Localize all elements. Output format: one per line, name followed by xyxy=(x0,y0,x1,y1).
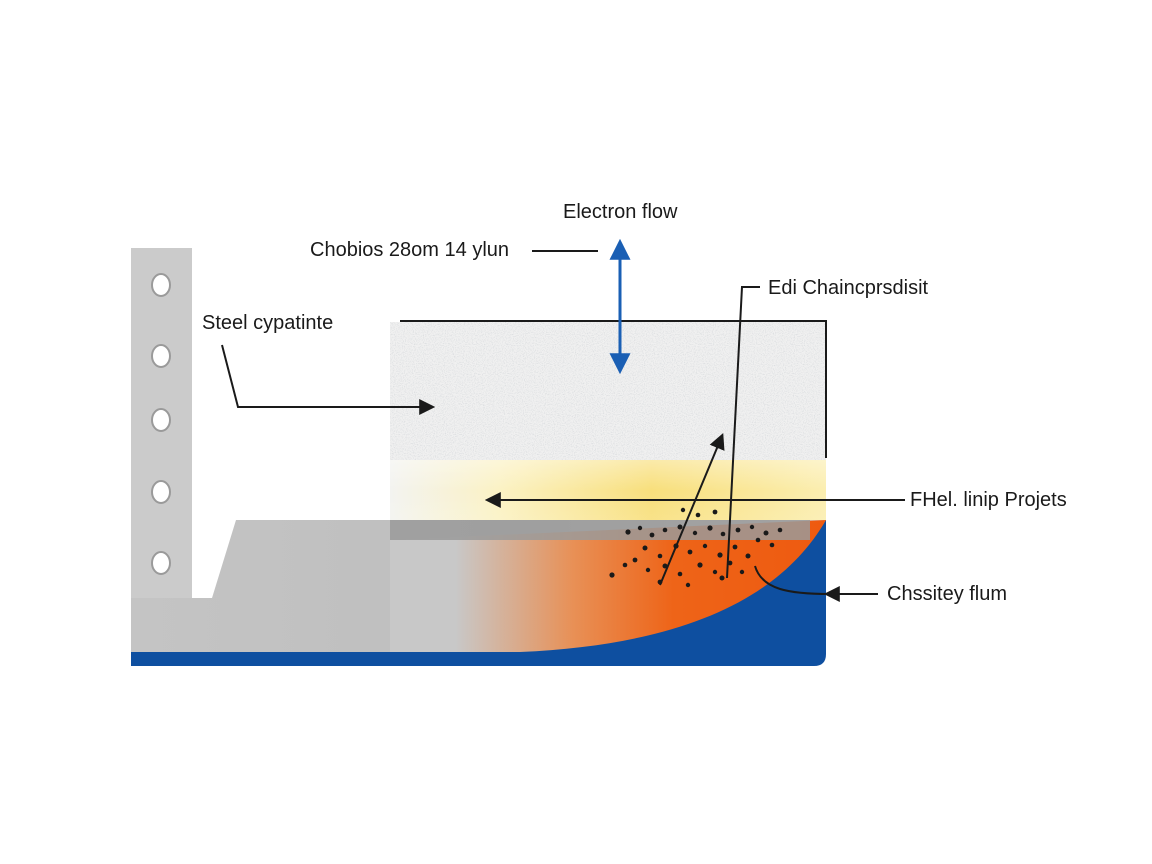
steel-coating-label: Steel cypatinte xyxy=(202,312,334,334)
chssitey-callout-label: Chssitey flum xyxy=(887,583,1008,605)
plate-hole xyxy=(151,480,171,504)
plate-hole xyxy=(151,551,171,575)
interface-strip xyxy=(390,518,810,540)
electron-flow-label: Electron flow xyxy=(563,201,678,223)
edi-leader xyxy=(726,286,760,579)
steel-plate-vertical xyxy=(131,248,192,658)
coating-outline xyxy=(400,320,827,458)
top-left-callout-label: Chobios 28om 14 ylun xyxy=(310,239,510,261)
steel-coating-arrow xyxy=(221,344,436,415)
plate-holes xyxy=(151,273,171,575)
chssitey-leader xyxy=(754,565,831,595)
edi-callout-label: Edi Chaincprsdisit xyxy=(768,277,929,299)
diagonal-particle-arrow xyxy=(659,433,725,586)
corrosion-particles xyxy=(609,507,783,588)
plate-hole xyxy=(151,344,171,368)
plate-hole xyxy=(151,273,171,297)
plate-hole xyxy=(151,408,171,432)
fhel-callout-label: FHel. linip Projets xyxy=(910,489,1067,511)
orange-corrosion-zone xyxy=(390,520,826,652)
